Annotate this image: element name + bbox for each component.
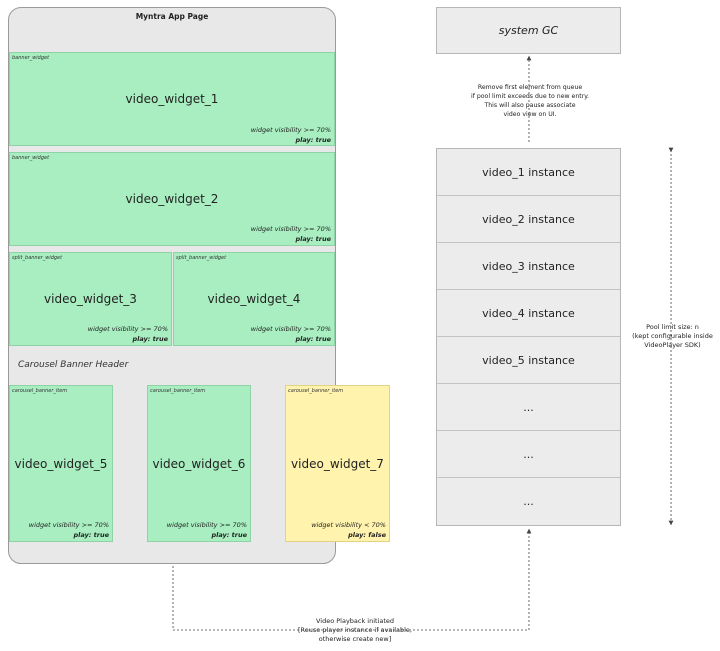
widget-play-status: play: true [132, 335, 168, 343]
widget-play-status: play: true [295, 335, 331, 343]
pool-item: video_4 instance [437, 290, 620, 337]
widget-visibility: widget visibility >= 70% [87, 325, 168, 333]
player-instance-pool: video_1 instance video_2 instance video_… [436, 148, 621, 526]
widget-visibility: widget visibility >= 70% [250, 225, 331, 233]
widget-visibility: widget visibility >= 70% [166, 521, 247, 529]
gc-note-line: This will also pause associate [484, 102, 576, 109]
widget-name: video_widget_5 [14, 457, 108, 471]
video-widget-5: carousel_banner_item video_widget_5 widg… [9, 385, 113, 542]
widget-visibility: widget visibility >= 70% [250, 126, 331, 134]
widget-visibility: widget visibility < 70% [311, 521, 386, 529]
gc-note-line: if pool limit exceeds due to new entry. [470, 93, 589, 100]
system-gc-box: system GC [436, 7, 621, 54]
video-widget-7: carousel_banner_item video_widget_7 widg… [285, 385, 390, 542]
widget-visibility: widget visibility >= 70% [28, 521, 109, 529]
widget-type-label: carousel_banner_item [12, 388, 68, 394]
widget-name: video_widget_3 [44, 292, 137, 306]
widget-play-status: play: true [295, 235, 331, 243]
widget-play-status: play: true [295, 136, 331, 144]
widget-name: video_widget_4 [207, 292, 301, 306]
pool-item: ... [437, 384, 620, 431]
gc-note: Remove first element from queue if pool … [440, 83, 620, 119]
video-widget-6: carousel_banner_item video_widget_6 widg… [147, 385, 251, 542]
widget-visibility: widget visibility >= 70% [250, 325, 331, 333]
carousel-banner-header: Carousel Banner Header [18, 360, 129, 370]
playback-connector [172, 528, 532, 631]
widget-type-label: banner_widget [12, 155, 50, 161]
video-widget-4: split_banner_widget video_widget_4 widge… [173, 252, 335, 346]
widget-type-label: banner_widget [12, 55, 50, 61]
pool-item: video_2 instance [437, 196, 620, 243]
pool-item: video_3 instance [437, 243, 620, 290]
pool-item: ... [523, 495, 534, 508]
video-widget-3: split_banner_widget video_widget_3 widge… [9, 252, 172, 346]
widget-play-status: play: false [348, 531, 386, 539]
widget-type-label: split_banner_widget [12, 255, 63, 261]
playback-note-line: otherwise create new] [318, 635, 392, 643]
pool-item: video_1 instance [437, 149, 620, 196]
video-widget-2: banner_widget video_widget_2 widget visi… [9, 152, 335, 246]
widget-play-status: play: true [211, 531, 247, 539]
video-widget-1: banner_widget video_widget_1 widget visi… [9, 52, 335, 146]
widget-type-label: carousel_banner_item [288, 388, 344, 394]
widget-name: video_widget_7 [291, 457, 384, 471]
playback-note-line: Video Playback initiated [315, 617, 395, 625]
pool-item: ... [437, 431, 620, 478]
pool-item: video_5 instance [437, 337, 620, 384]
widget-play-status: play: true [73, 531, 109, 539]
gc-note-line: video view on UI. [503, 111, 557, 118]
widget-type-label: split_banner_widget [176, 255, 227, 261]
app-page-title: Myntra App Page [135, 12, 209, 21]
widget-type-label: carousel_banner_item [150, 388, 206, 394]
widget-name: video_widget_2 [125, 192, 219, 206]
widget-name: video_widget_6 [152, 457, 246, 471]
gc-note-line: Remove first element from queue [477, 84, 583, 91]
widget-name: video_widget_1 [125, 92, 219, 106]
